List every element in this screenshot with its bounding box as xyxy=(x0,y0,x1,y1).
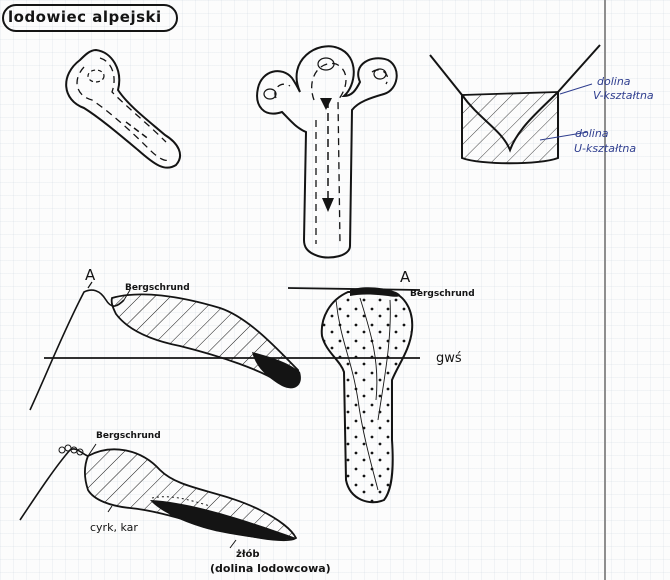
page-margin-line xyxy=(604,0,606,580)
plan-view-glacier xyxy=(287,287,421,504)
valley-glacier-system xyxy=(256,45,398,259)
label-trough-2: (dolina lodowcowa) xyxy=(210,562,331,575)
label-bergschrund-bottom: Bergschrund xyxy=(96,431,161,441)
longitudinal-profile xyxy=(29,281,420,411)
label-v-valley-1: dolina xyxy=(597,75,631,88)
label-u-valley-2: U-kształtna xyxy=(574,142,637,155)
label-peak-right: A xyxy=(400,268,411,286)
label-u-valley-1: dolina xyxy=(575,127,609,140)
leader-bergschrund-left xyxy=(123,289,131,301)
label-bergschrund-left: Bergschrund xyxy=(125,283,190,293)
leader-bergschrund-bottom xyxy=(87,443,97,457)
cirque-glacier-profile xyxy=(19,444,298,549)
title-frame xyxy=(2,4,178,32)
label-v-valley-2: V-kształtna xyxy=(593,89,654,102)
label-snow-line: gwś xyxy=(436,351,462,366)
single-cirque-glacier xyxy=(65,48,181,169)
label-trough-1: żłób xyxy=(236,549,260,560)
page-title: lodowiec alpejski xyxy=(8,8,162,26)
label-peak-left: A xyxy=(85,266,96,284)
label-cirque: cyrk, kar xyxy=(90,521,138,534)
label-bergschrund-right: Bergschrund xyxy=(410,289,475,299)
valley-cross-section xyxy=(429,44,601,165)
